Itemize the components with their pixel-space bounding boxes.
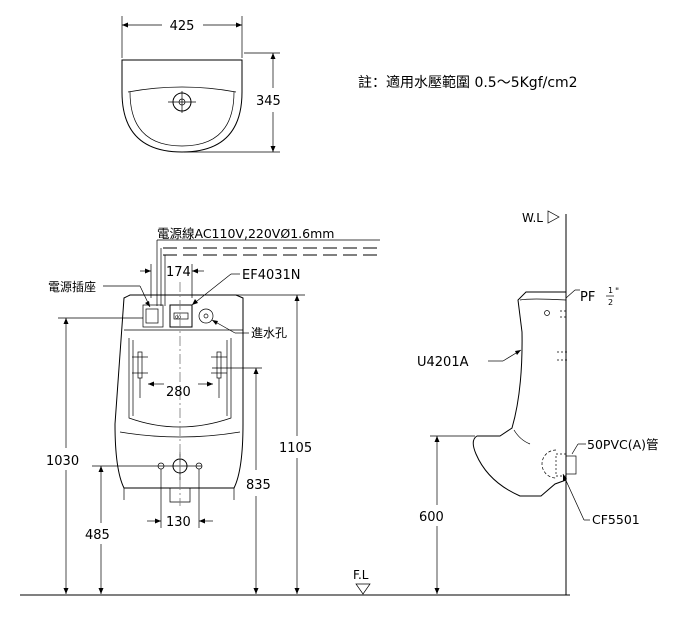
power-socket-label: 電源插座 (48, 279, 96, 294)
dim-130-label: 130 (166, 515, 191, 530)
top-depth-label: 345 (256, 94, 281, 109)
floor-line-label: F.L (353, 568, 369, 582)
inlet-label: 進水孔 (251, 326, 287, 340)
pf-label: PF (580, 290, 595, 305)
pf-fraction-denominator: 2 (608, 298, 613, 307)
model-label: U4201A (417, 355, 469, 370)
dim-174-label: 174 (166, 265, 191, 280)
wall-line-label: W.L (522, 211, 543, 225)
front-view: do 電源線AC110V,220VØ1.6mm 174 (46, 226, 382, 594)
pf-fraction-numerator: 1 (608, 286, 613, 295)
dim-485-label: 485 (85, 528, 110, 543)
pf-inch-mark: " (615, 287, 619, 297)
sensor-model-label: EF4031N (242, 268, 301, 283)
pressure-note: 註：適用水壓範圍 0.5～5Kgf/cm2 (358, 74, 578, 91)
dim-600-label: 600 (419, 510, 444, 525)
pipe-label: 50PVC(A)管 (587, 437, 659, 452)
svg-text:do: do (175, 315, 181, 321)
power-line-label: 電源線AC110V,220VØ1.6mm (157, 226, 334, 241)
side-view: W.L F.L U4201A PF 1 2 " 50PVC(A)管 (353, 210, 659, 595)
dim-1030-label: 1030 (46, 454, 79, 469)
dim-280-label: 280 (166, 385, 191, 400)
dim-1105-label: 1105 (279, 441, 312, 456)
trap-label: CF5501 (592, 512, 640, 527)
top-width-label: 425 (170, 19, 195, 34)
dim-835-label: 835 (246, 478, 271, 493)
top-view: 425 345 (121, 16, 281, 153)
